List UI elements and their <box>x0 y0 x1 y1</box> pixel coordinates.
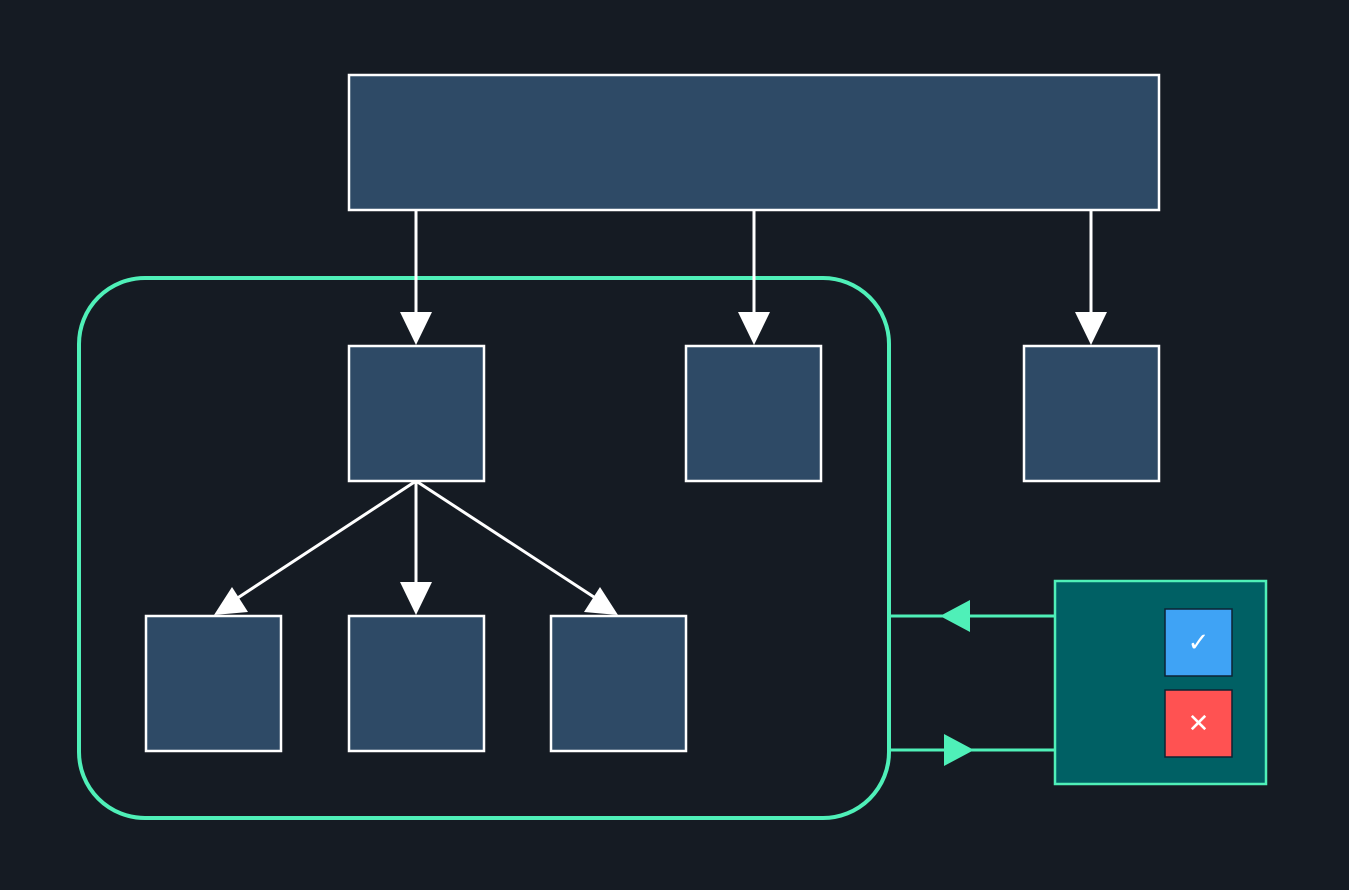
group-container <box>77 276 891 820</box>
arrowhead-child-1 <box>400 312 432 345</box>
node-grandchild-1[interactable] <box>144 614 283 753</box>
node-child-1[interactable] <box>347 344 486 483</box>
arrowhead-grandchild-1 <box>214 587 248 615</box>
check-icon: ✓ <box>1188 628 1210 658</box>
arrowhead-child-3 <box>1075 312 1107 345</box>
review-panel <box>1053 579 1268 786</box>
reject-button[interactable]: ✕ <box>1164 689 1233 758</box>
panel-links <box>890 614 1055 752</box>
node-child-2[interactable] <box>684 344 823 483</box>
nodes <box>144 73 1161 753</box>
edge-child-1-grandchild-1 <box>232 479 417 603</box>
arrowhead-group-to-panel <box>944 734 974 766</box>
arrowhead-grandchild-2 <box>400 582 432 615</box>
edges <box>232 211 1093 603</box>
node-grandchild-2[interactable] <box>347 614 486 753</box>
node-root[interactable] <box>347 73 1161 212</box>
arrowhead-grandchild-3 <box>584 587 618 615</box>
arrowhead-child-2 <box>738 312 770 345</box>
node-grandchild-3[interactable] <box>549 614 688 753</box>
approve-button[interactable]: ✓ <box>1164 608 1233 677</box>
edge-child-1-grandchild-3 <box>415 479 601 603</box>
reject-button-bg[interactable] <box>1164 689 1233 758</box>
arrowheads <box>214 312 1107 615</box>
approve-button-bg[interactable] <box>1164 608 1233 677</box>
arrowhead-panel-to-group <box>940 600 970 632</box>
close-icon: ✕ <box>1188 709 1210 739</box>
node-child-3[interactable] <box>1022 344 1161 483</box>
